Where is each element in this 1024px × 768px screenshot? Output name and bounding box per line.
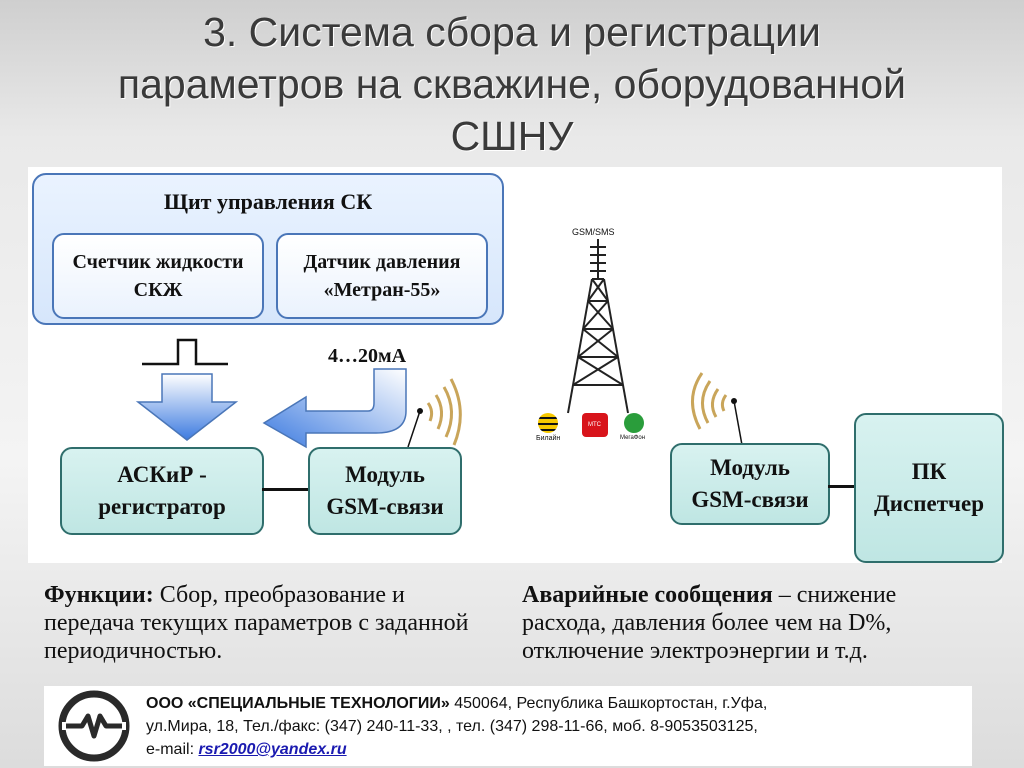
askir-line-1: АСКиР - <box>117 462 207 487</box>
pressure-sensor-line-1: Датчик давления <box>303 251 461 273</box>
askir-line-2: регистратор <box>98 494 226 519</box>
company-logo-icon <box>58 690 130 762</box>
gsm-module-left-box: Модуль GSM-связи <box>308 447 462 535</box>
functions-heading: Функции: <box>44 582 154 608</box>
operator-logos: Билайн МТС МегаФон <box>536 413 656 449</box>
gsm-left-line-1: Модуль <box>345 462 425 487</box>
footer-line-1: ООО «СПЕЦИАЛЬНЫЕ ТЕХНОЛОГИИ» 450064, Рес… <box>146 692 767 715</box>
footer-line-2: ул.Мира, 18, Тел./факс: (347) 240-11-33,… <box>146 718 758 735</box>
title-line-2: параметров на скважине, оборудованной <box>117 61 907 107</box>
liquid-counter-box: Счетчик жидкости СКЖ <box>52 233 264 319</box>
alarms-heading: Аварийные сообщения <box>522 582 773 608</box>
pressure-sensor-box: Датчик давления «Метран-55» <box>276 233 488 319</box>
liquid-counter-line-2: СКЖ <box>133 279 183 301</box>
functions-text: Функции: Сбор, преобразование и передача… <box>44 581 488 665</box>
gsm-right-line-1: Модуль <box>710 455 790 480</box>
curved-arrow-icon <box>262 368 407 449</box>
system-diagram: Щит управления СК Счетчик жидкости СКЖ Д… <box>28 167 1004 563</box>
gsm-right-line-2: GSM-связи <box>691 487 809 512</box>
pc-line-2: Диспетчер <box>873 491 984 516</box>
pc-line-1: ПК <box>911 459 947 484</box>
operator-beeline: Билайн <box>536 435 561 442</box>
footer-contact-text: ООО «СПЕЦИАЛЬНЫЕ ТЕХНОЛОГИИ» 450064, Рес… <box>146 692 767 761</box>
gsm-left-line-2: GSM-связи <box>326 494 444 519</box>
alarms-body: – снижение расхода, давления более чем н… <box>522 582 897 664</box>
company-address-1: 450064, Республика Башкортостан, г.Уфа, <box>449 695 768 712</box>
operator-mts: МТС <box>588 422 601 428</box>
right-antenna-icon <box>691 372 743 446</box>
left-antenna-icon <box>407 378 462 447</box>
pressure-sensor-line-2: «Метран-55» <box>323 279 441 301</box>
control-panel-label: Щит управления СК <box>163 189 373 214</box>
control-panel: Щит управления СК Счетчик жидкости СКЖ Д… <box>32 173 504 325</box>
connection-line-left <box>262 488 308 491</box>
functions-body: Сбор, преобразование и передача текущих … <box>44 582 469 664</box>
alarms-text: Аварийные сообщения – снижение расхода, … <box>522 581 978 665</box>
title-line-1: 3. Система сбора и регистрации <box>203 9 821 55</box>
askir-registrator-box: АСКиР - регистратор <box>60 447 264 535</box>
liquid-counter-line-1: Счетчик жидкости <box>72 251 244 273</box>
company-name: ООО «СПЕЦИАЛЬНЫЕ ТЕХНОЛОГИИ» <box>146 695 450 712</box>
slide-title: 3. Система сбора и регистрации параметро… <box>0 6 1024 162</box>
pulse-signal-icon <box>142 338 228 366</box>
title-line-3: СШНУ <box>450 113 574 159</box>
gsm-module-right-box: Модуль GSM-связи <box>670 443 830 525</box>
beeline-logo-icon <box>538 413 558 433</box>
signal-current-label: 4…20мА <box>328 345 407 367</box>
megafon-logo-icon <box>624 413 644 433</box>
email-link[interactable]: rsr2000@yandex.ru <box>198 741 347 758</box>
footer-line-3: e-mail: rsr2000@yandex.ru <box>146 738 767 761</box>
dispatcher-pc-box: ПК Диспетчер <box>854 413 1004 563</box>
connection-line-right <box>828 485 856 488</box>
down-arrow-icon <box>135 373 239 441</box>
footer-contacts: ООО «СПЕЦИАЛЬНЫЕ ТЕХНОЛОГИИ» 450064, Рес… <box>44 686 972 766</box>
tower-label: GSM/SMS <box>572 227 615 237</box>
email-label: e-mail: <box>146 741 199 758</box>
operator-megafon: МегаФон <box>620 435 646 441</box>
gsm-tower-icon <box>567 239 629 414</box>
mts-logo-icon <box>582 413 608 437</box>
